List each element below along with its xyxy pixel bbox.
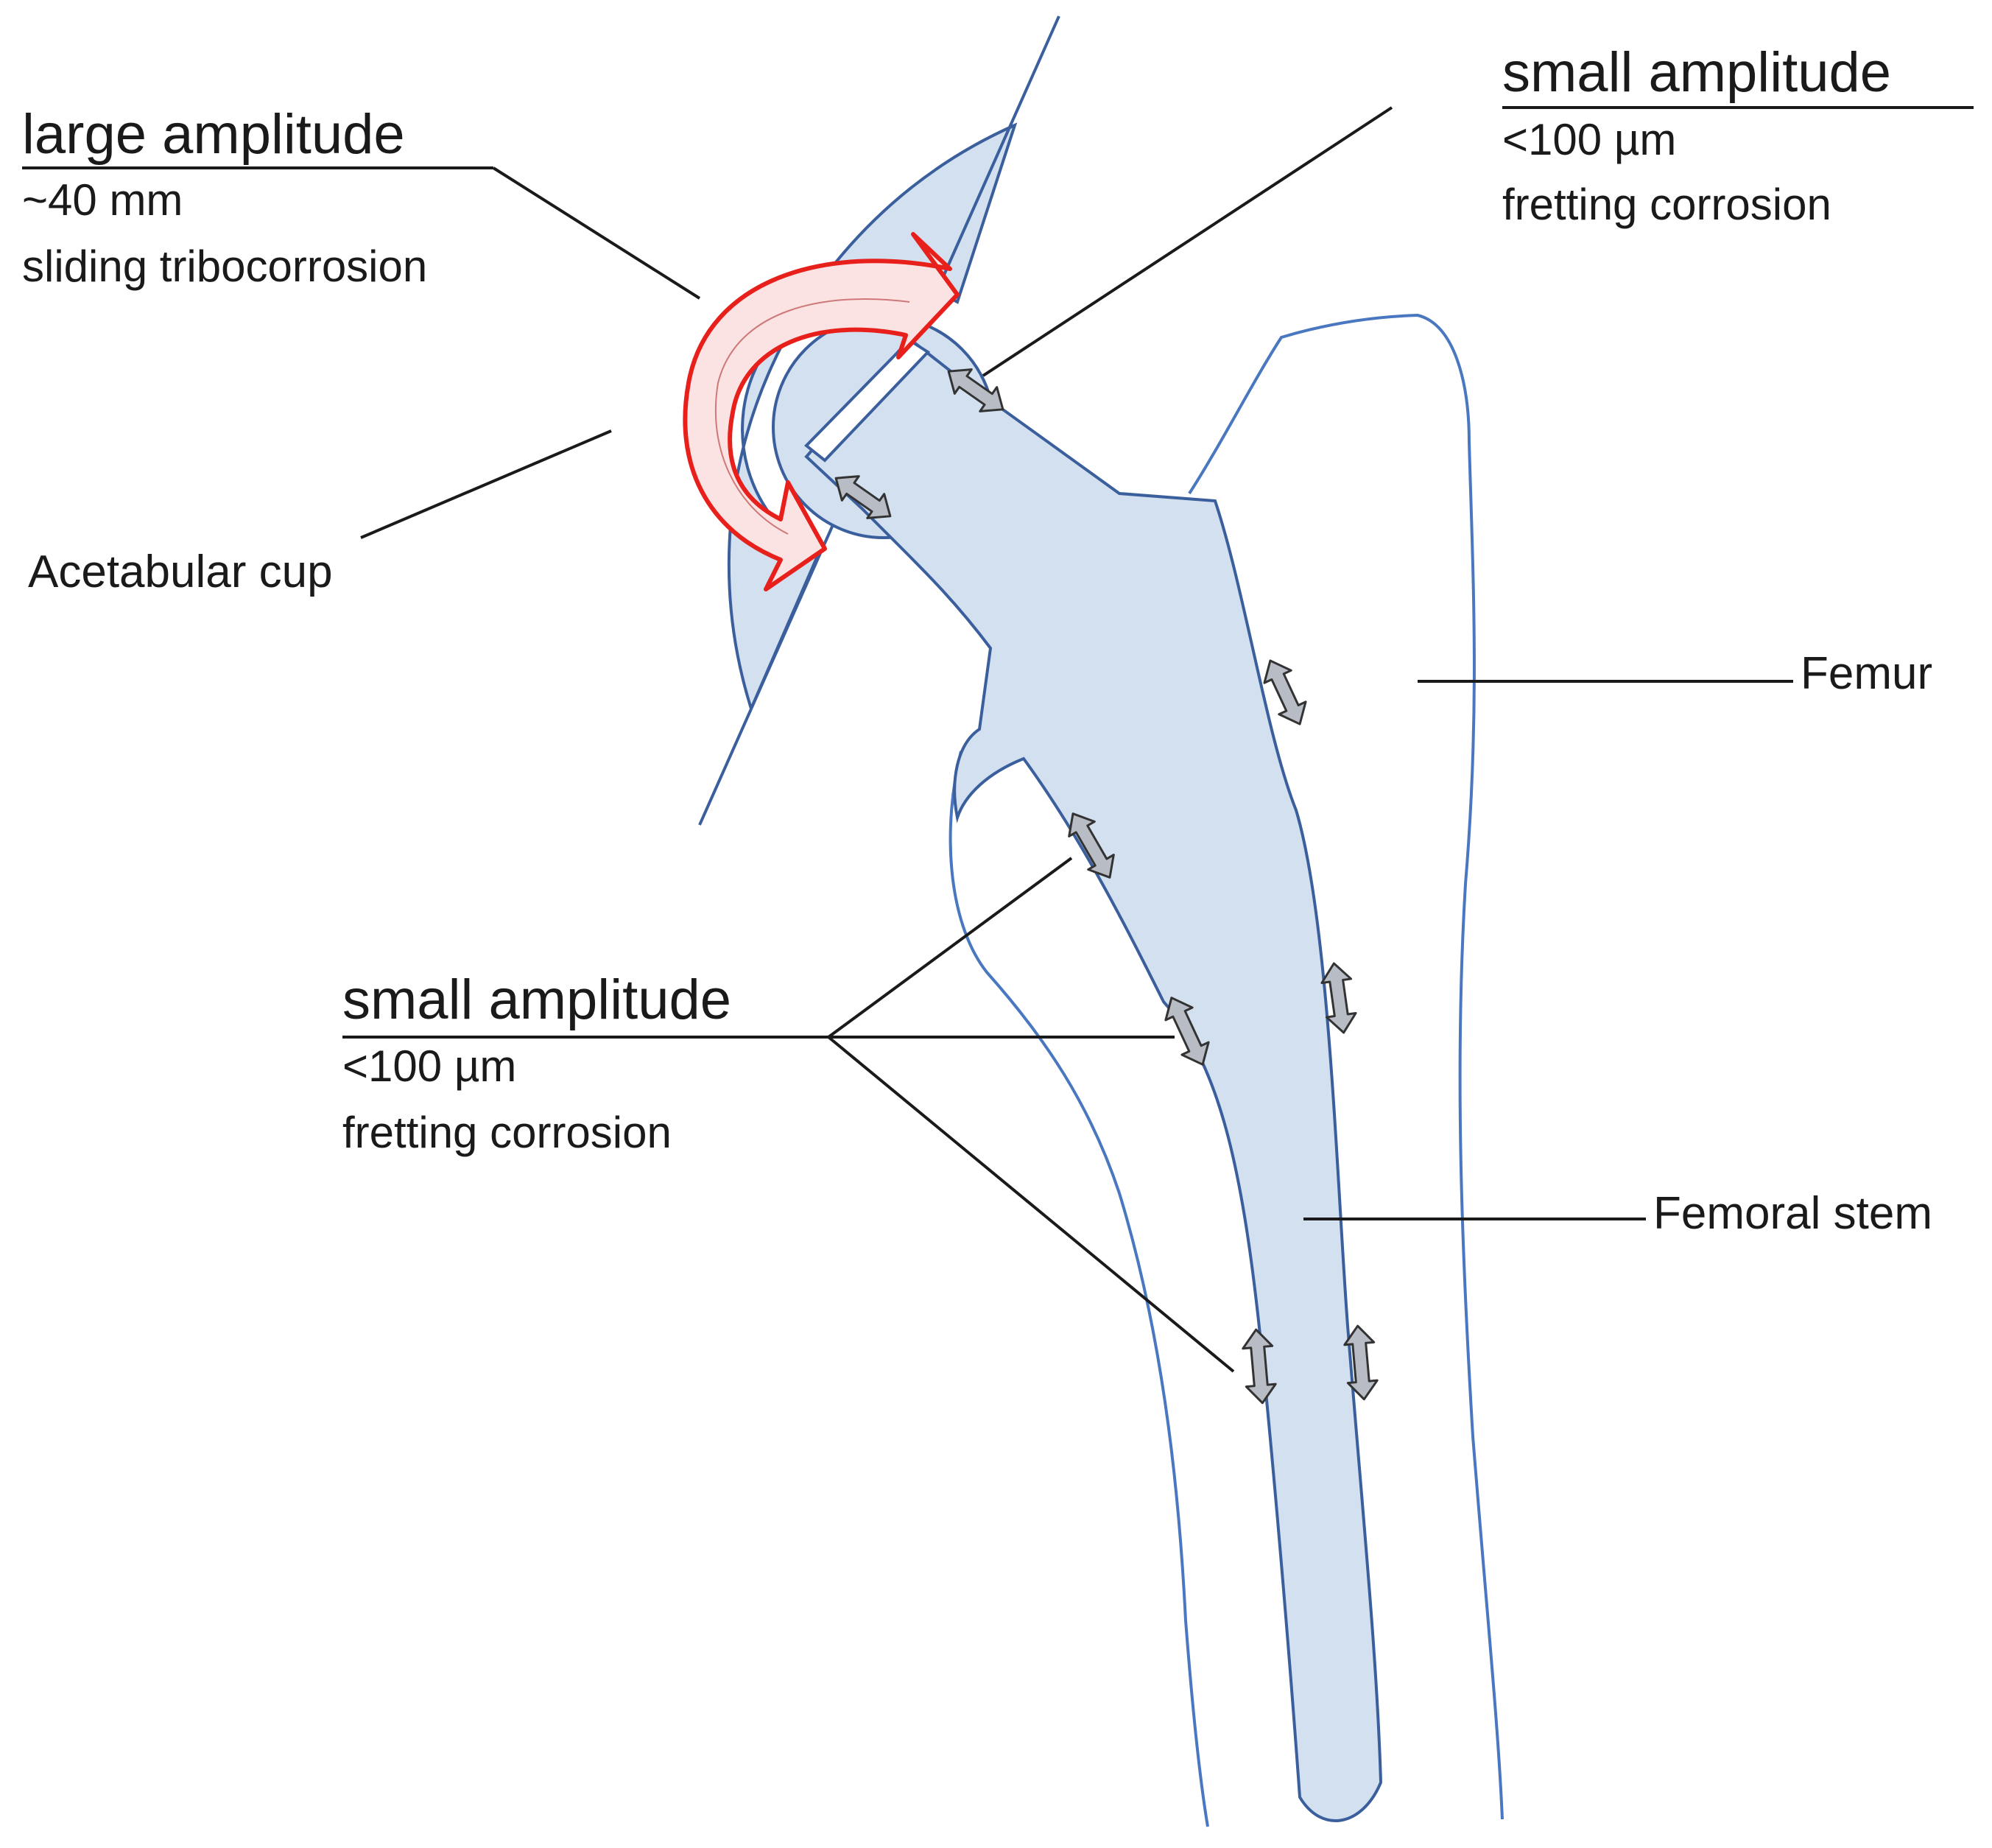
acetabular-cup-label: Acetabular cup bbox=[28, 547, 333, 597]
small-amplitude-bottom-mechanism: fretting corrosion bbox=[342, 1108, 672, 1157]
leader-small-amplitude-bottom-c bbox=[827, 1036, 1235, 1373]
large-amplitude-heading: large amplitude bbox=[22, 103, 405, 166]
double-headed-arrow-icon bbox=[1242, 1328, 1277, 1405]
small-amplitude-bottom-value: <100 µm bbox=[342, 1041, 516, 1091]
femur-label: Femur bbox=[1801, 648, 1932, 699]
double-headed-arrow-icon bbox=[1320, 962, 1357, 1034]
curved-double-arrow-icon bbox=[683, 232, 960, 591]
micromotion-arrows bbox=[834, 368, 1379, 1405]
femur-outline-inner bbox=[949, 751, 1209, 1827]
neck-taper-slot bbox=[804, 338, 931, 463]
leader-lines bbox=[22, 106, 1974, 1373]
large-amplitude-value: ~40 mm bbox=[22, 175, 183, 225]
double-headed-arrow-icon bbox=[947, 368, 1004, 412]
leader-small-amplitude-bottom-a bbox=[827, 857, 1073, 1039]
leader-large-amplitude-pointer bbox=[492, 166, 701, 300]
double-headed-arrow-icon bbox=[1343, 1324, 1379, 1401]
leader-small-amplitude-top-pointer bbox=[982, 106, 1393, 377]
small-amplitude-top-heading: small amplitude bbox=[1502, 41, 1891, 104]
double-headed-arrow-icon bbox=[1068, 812, 1115, 879]
small-amplitude-top-value: <100 µm bbox=[1502, 115, 1676, 164]
leader-acetabular-cup bbox=[360, 429, 612, 539]
femoral-stem-shape bbox=[804, 337, 1383, 1823]
double-headed-arrow-icon bbox=[1164, 997, 1210, 1066]
double-headed-arrow-icon bbox=[1263, 659, 1307, 726]
femoral-stem-label: Femoral stem bbox=[1653, 1188, 1932, 1239]
large-amplitude-mechanism: sliding tribocorrosion bbox=[22, 242, 427, 291]
small-amplitude-bottom-heading: small amplitude bbox=[342, 969, 731, 1031]
small-amplitude-top-mechanism: fretting corrosion bbox=[1502, 180, 1831, 229]
double-headed-arrow-icon bbox=[834, 475, 892, 519]
